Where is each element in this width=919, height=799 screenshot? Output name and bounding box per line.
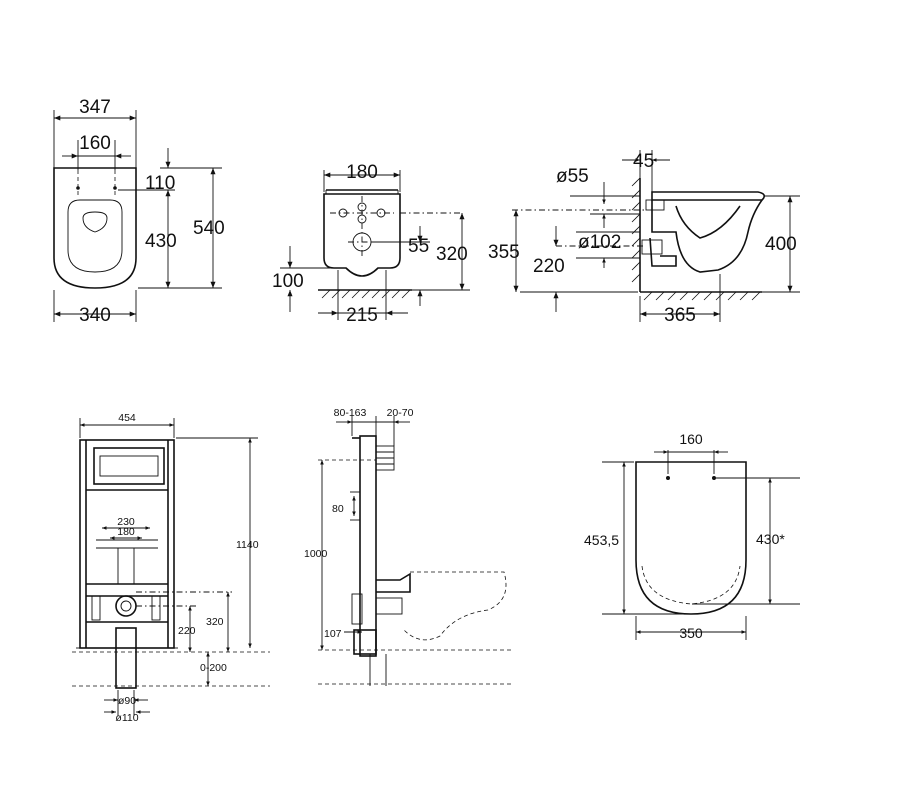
frame-side-view — [318, 416, 512, 686]
dim-55: 55 — [408, 236, 429, 257]
dim-1000: 1000 — [304, 548, 328, 560]
dim-0-200: 0-200 — [200, 662, 227, 674]
dim-dia110: ø110 — [115, 712, 138, 724]
dim-160: 160 — [79, 133, 111, 154]
dim-dia90: ø90 — [118, 695, 136, 707]
dim-320-frame: 320 — [206, 616, 224, 628]
dim-430-seat: 430* — [756, 531, 785, 547]
dim-180-frame: 180 — [117, 526, 135, 538]
dim-45: 45 — [633, 151, 654, 172]
frame-front-view — [72, 418, 270, 716]
bowl-side-view — [512, 150, 800, 322]
dim-107: 107 — [324, 628, 342, 640]
dim-320: 320 — [436, 244, 468, 265]
bowl-top-view — [53, 110, 222, 322]
bowl-back-view — [280, 170, 470, 320]
dim-355: 355 — [488, 242, 520, 263]
dim-347: 347 — [79, 97, 111, 118]
dim-215: 215 — [346, 305, 378, 326]
dim-1140: 1140 — [236, 539, 259, 551]
dim-340: 340 — [79, 305, 111, 326]
dim-dia55: ø55 — [556, 166, 589, 187]
dim-430: 430 — [145, 231, 177, 252]
dim-110: 110 — [145, 173, 175, 194]
dim-20-70: 20-70 — [387, 407, 414, 419]
dim-350: 350 — [679, 625, 703, 641]
dim-100: 100 — [272, 271, 304, 292]
dim-540: 540 — [193, 218, 225, 239]
dim-80-163: 80-163 — [334, 407, 367, 419]
dim-160-seat: 160 — [679, 431, 703, 447]
seat-top-view — [602, 450, 800, 640]
dim-dia102: ø102 — [578, 232, 621, 253]
dim-220: 220 — [533, 256, 565, 277]
dim-365: 365 — [664, 305, 696, 326]
dim-180: 180 — [346, 162, 378, 183]
dim-454: 454 — [118, 412, 136, 424]
dim-230: 230 — [117, 516, 135, 528]
dim-400: 400 — [765, 234, 797, 255]
dim-220-frame: 220 — [178, 625, 196, 637]
dim-80: 80 — [332, 503, 344, 515]
dim-453-5: 453,5 — [584, 532, 619, 548]
